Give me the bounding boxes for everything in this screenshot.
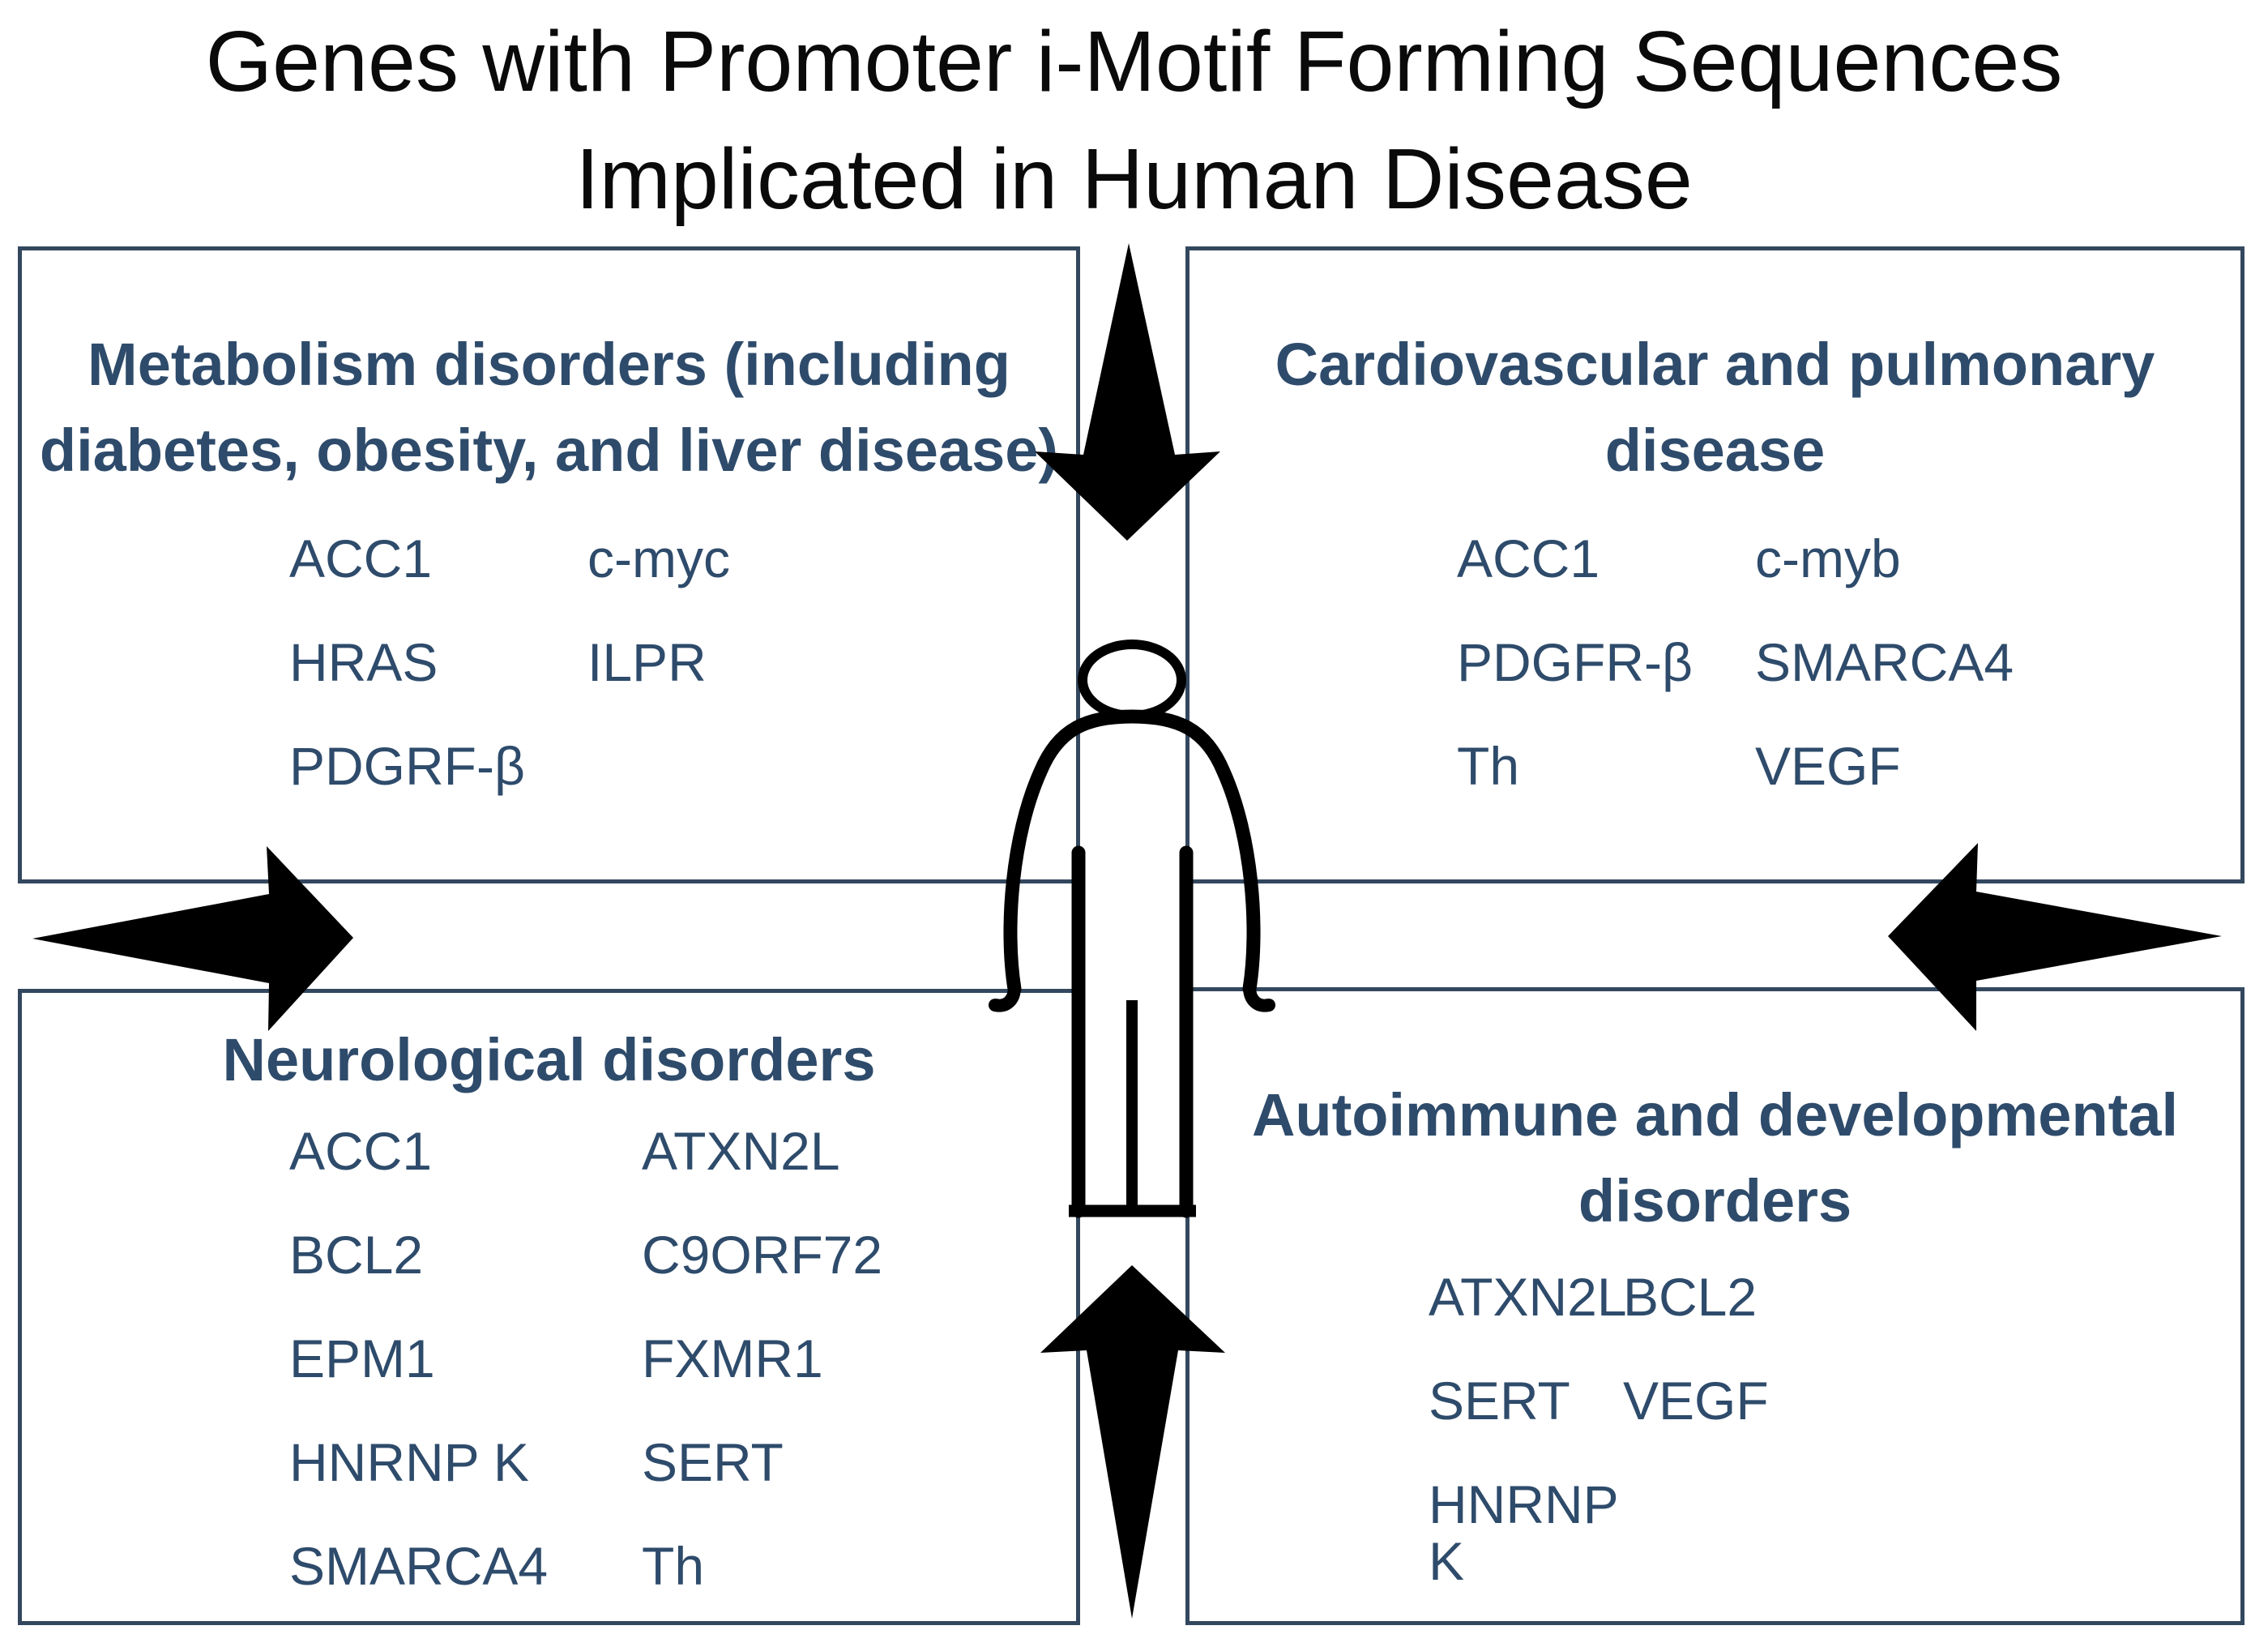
- quadrant-title-line: disorders: [1578, 1167, 1852, 1234]
- quadrant-neurological-disorders: Neurological disorders ACC1 ATXN2L BCL2 …: [18, 989, 1080, 1625]
- quadrant-autoimmune-title: Autoimmune and developmental disorders: [1190, 1072, 2240, 1244]
- gene-label: ACC1: [289, 528, 433, 588]
- gene-list-metabolism: ACC1 c-myc HRAS ILPR PDGRF-β: [289, 530, 730, 794]
- gene-label: Th: [642, 1536, 705, 1596]
- quadrant-title-line: Autoimmune and developmental: [1251, 1081, 2179, 1149]
- quadrant-autoimmune-developmental: Autoimmune and developmental disorders A…: [1185, 987, 2245, 1625]
- gene-label: HNRNP K: [289, 1432, 529, 1492]
- gene-label: c-myb: [1755, 528, 1901, 588]
- gene-label: ACC1: [1457, 528, 1600, 588]
- quadrant-cardiovascular-title: Cardiovascular and pulmonary disease: [1190, 322, 2240, 494]
- diagram-title: Genes with Promoter i-Motif Forming Sequ…: [0, 3, 2268, 238]
- quadrant-metabolism-disorders: Metabolism disorders (including diabetes…: [18, 246, 1080, 883]
- gene-label: BCL2: [289, 1225, 424, 1285]
- quadrant-title-line: Metabolism disorders (including: [88, 331, 1010, 398]
- gene-label: ACC1: [289, 1121, 433, 1181]
- quadrant-title-line: Neurological disorders: [222, 1026, 876, 1093]
- gene-label: FXMR1: [642, 1328, 823, 1388]
- gene-label: HNRNP K: [1429, 1474, 1618, 1591]
- gene-label: VEGF: [1623, 1371, 1769, 1431]
- gene-label: SERT: [1429, 1371, 1570, 1431]
- gene-label: ATXN2L: [642, 1121, 840, 1181]
- gene-label: SMARCA4: [1755, 632, 2014, 692]
- gene-list-autoimmune: ATXN2L BCL2 SERT VEGF HNRNP K: [1429, 1268, 1769, 1589]
- gene-label: C9ORF72: [642, 1225, 883, 1285]
- diagram-title-line-1: Genes with Promoter i-Motif Forming Sequ…: [205, 14, 2063, 109]
- quadrant-cardiovascular-pulmonary: Cardiovascular and pulmonary disease ACC…: [1185, 246, 2245, 883]
- quadrant-title-line: diabetes, obesity, and liver disease): [39, 417, 1059, 484]
- gene-label: BCL2: [1623, 1267, 1758, 1327]
- gene-label: EPM1: [289, 1328, 435, 1388]
- quadrant-title-line: disease: [1604, 417, 1826, 484]
- quadrant-neurological-title: Neurological disorders: [22, 1017, 1076, 1103]
- gene-label: PDGRF-β: [289, 736, 525, 796]
- gene-label: ATXN2L: [1429, 1267, 1627, 1327]
- gene-label: Th: [1457, 736, 1520, 796]
- gene-label: HRAS: [289, 632, 438, 692]
- gene-label: VEGF: [1755, 736, 1901, 796]
- quadrant-title-line: Cardiovascular and pulmonary: [1275, 331, 2155, 398]
- gene-label: SMARCA4: [289, 1536, 549, 1596]
- gene-label: SERT: [642, 1432, 784, 1492]
- diagram-title-line-2: Implicated in Human Disease: [575, 131, 1693, 227]
- gene-list-neurological: ACC1 ATXN2L BCL2 C9ORF72 EPM1 FXMR1 HNRN…: [289, 1123, 882, 1594]
- gene-list-cardiovascular: ACC1 c-myb PDGFR-β SMARCA4 Th VEGF: [1457, 530, 2014, 794]
- quadrant-metabolism-title: Metabolism disorders (including diabetes…: [22, 322, 1076, 494]
- gene-label: c-myc: [587, 528, 730, 588]
- gene-label: ILPR: [587, 632, 707, 692]
- figure-head: [1078, 640, 1186, 721]
- gene-label: PDGFR-β: [1457, 632, 1693, 692]
